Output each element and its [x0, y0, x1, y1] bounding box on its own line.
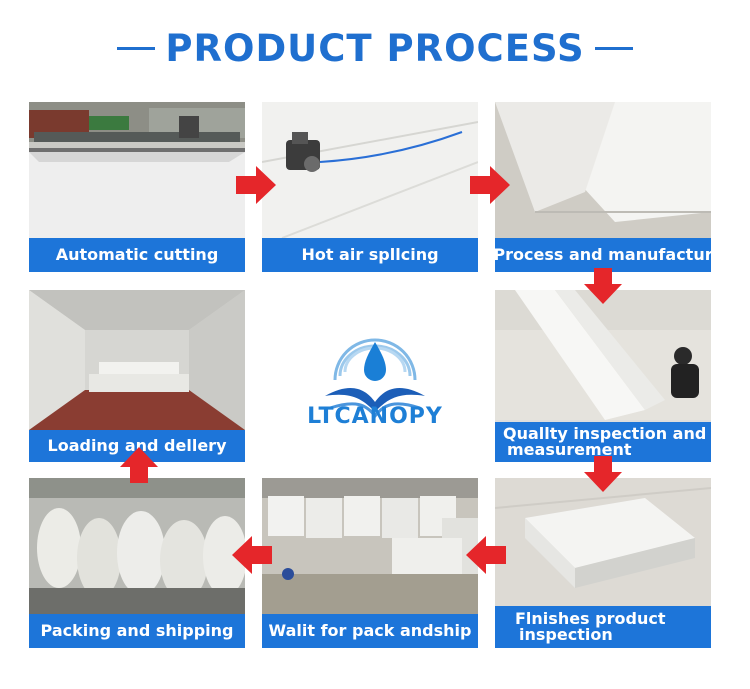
caption-text: Packing and shipping — [40, 621, 234, 640]
title-left-line — [117, 46, 156, 50]
arrow-left-2-icon — [232, 536, 272, 574]
arrow-down-2-icon — [584, 456, 622, 492]
caption-text: Loading and dellery — [47, 436, 227, 455]
arrow-down-1-icon — [584, 268, 622, 304]
caption-finished-inspection: Flnishes product inspection — [495, 606, 711, 648]
arrow-up-1-icon — [120, 447, 158, 483]
photo-process-manufacture — [495, 102, 711, 238]
caption-text-line1: Quallty inspection and — [503, 424, 707, 443]
arrow-left-1-icon — [466, 536, 506, 574]
caption-packing-shipping: Packing and shipping — [29, 614, 245, 648]
photo-quality-inspection — [495, 290, 711, 420]
photo-finished-inspection — [495, 478, 711, 606]
ltcanopy-logo-icon — [325, 338, 425, 419]
caption-text-line1: Flnishes product — [515, 609, 666, 628]
step-card-hot-air-splicing: Hot air spllcing — [262, 102, 478, 272]
arrow-right-2-icon — [470, 166, 510, 204]
step-card-wait-pack-ship: Walit for pack andship — [262, 478, 478, 648]
caption-text: Process and manufactur — [495, 245, 711, 264]
caption-text: Automatic cutting — [55, 245, 219, 264]
step-card-packing-shipping: Packing and shipping — [29, 478, 245, 648]
photo-loading-delivery — [29, 290, 245, 430]
caption-quality-inspection: Quallty inspection and measurement — [495, 422, 711, 462]
caption-automatic-cutting: Automatic cutting — [29, 238, 245, 272]
caption-hot-air-splicing: Hot air spllcing — [262, 238, 478, 272]
photo-wait-pack-ship — [262, 478, 478, 614]
caption-text: Walit for pack andship — [268, 621, 472, 640]
caption-text: Hot air spllcing — [301, 245, 439, 264]
header: PRODUCT PROCESS — [0, 18, 750, 78]
caption-process-manufacture: Process and manufactur — [495, 238, 711, 272]
page-title: PRODUCT PROCESS — [165, 26, 585, 70]
photo-automatic-cutting — [29, 102, 245, 238]
step-card-process-manufacture: Process and manufactur — [495, 102, 711, 272]
step-card-loading-delivery: Loading and dellery — [29, 290, 245, 462]
step-card-finished-inspection: Flnishes product inspection — [495, 478, 711, 648]
arrow-right-1-icon — [236, 166, 276, 204]
photo-hot-air-splicing — [262, 102, 478, 238]
caption-wait-pack-ship: Walit for pack andship — [262, 614, 478, 648]
caption-text-line2: measurement — [507, 440, 632, 459]
photo-packing-shipping — [29, 478, 245, 614]
brand-name: LTCANOPY — [307, 404, 443, 429]
step-card-automatic-cutting: Automatic cutting — [29, 102, 245, 272]
caption-text-line2: inspection — [519, 625, 613, 644]
title-right-line — [594, 46, 633, 50]
step-card-quality-inspection: Quallty inspection and measurement — [495, 290, 711, 462]
